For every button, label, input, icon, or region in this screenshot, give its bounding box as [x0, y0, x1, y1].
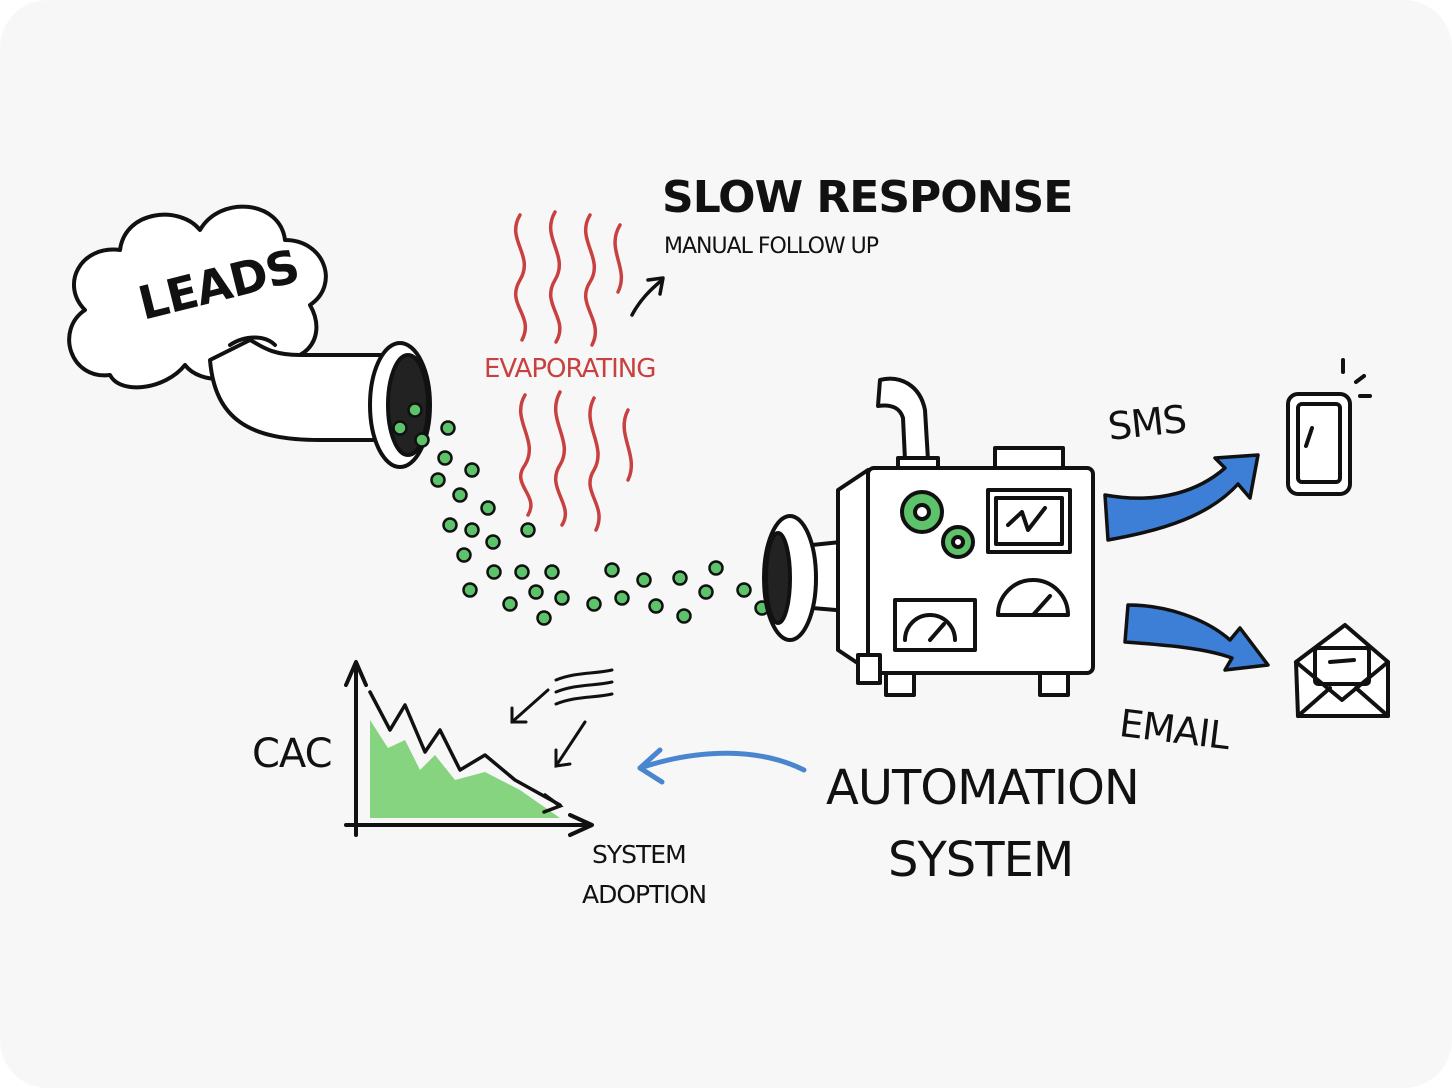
- automation-machine-icon: [762, 376, 1095, 697]
- up-arrow-icon: [630, 276, 665, 317]
- slow-response-subtitle: MANUAL FOLLOW UP: [664, 234, 879, 259]
- pipe-icon: [208, 335, 432, 469]
- phone-icon: [1286, 358, 1372, 496]
- slow-response-title: SLOW RESPONSE: [662, 172, 1073, 223]
- automation-system-label-line2: SYSTEM: [888, 832, 1074, 888]
- automation-system-label-line1: AUTOMATION: [826, 760, 1140, 816]
- chart-xlabel-line1: SYSTEM: [592, 840, 687, 869]
- sms-label: SMS: [1105, 396, 1188, 449]
- evaporating-label: EVAPORATING: [484, 354, 656, 384]
- feedback-arrow-icon: [637, 747, 807, 785]
- lead-dots: [392, 402, 770, 626]
- declining-area-chart-icon: [344, 660, 614, 837]
- email-arrow-icon: [1123, 603, 1270, 672]
- evaporation-waves: [513, 210, 634, 532]
- envelope-icon: [1294, 623, 1390, 718]
- chart-xlabel-line2: ADOPTION: [582, 880, 707, 909]
- chart-ylabel: CAC: [252, 731, 333, 777]
- sms-arrow-icon: [1103, 453, 1260, 542]
